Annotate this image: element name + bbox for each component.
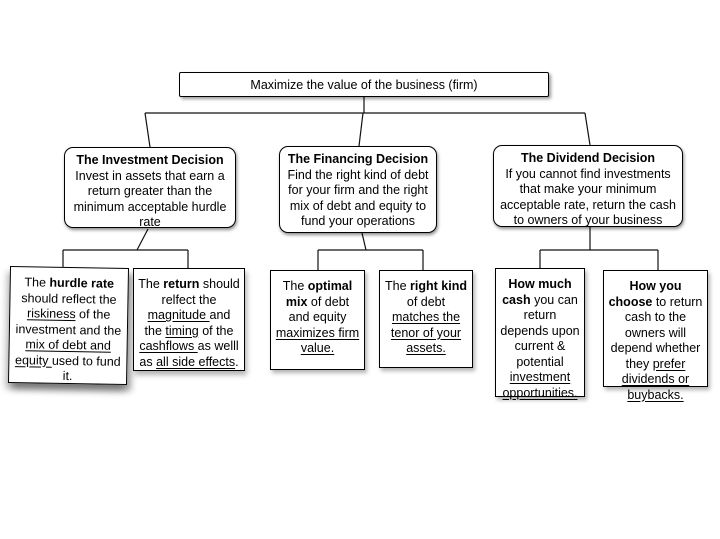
text-segment: to return cash to the owners will depend… bbox=[610, 294, 703, 371]
principle-box-hurdle-rate: The hurdle rate should reflect the riski… bbox=[7, 265, 130, 386]
text-segment: should relfect the bbox=[161, 277, 240, 307]
text-segment: hurdle rate bbox=[49, 275, 115, 291]
text-segment: of debt bbox=[406, 294, 446, 309]
text-segment: The bbox=[282, 279, 308, 293]
principle-box-right-kind-of-debt: The right kind of debt matches the tenor… bbox=[379, 270, 473, 368]
text-segment: and the bbox=[144, 308, 231, 338]
principle-box-return: The return should relfect the magnitude … bbox=[133, 268, 245, 371]
text-segment: all side effects bbox=[156, 354, 236, 369]
text-segment: The bbox=[138, 277, 164, 291]
text-segment: . bbox=[235, 354, 239, 369]
text-segment: magnitude bbox=[147, 308, 210, 322]
decision-box-financing: The Financing Decision Find the right ki… bbox=[279, 146, 437, 233]
root-objective-box: Maximize the value of the business (firm… bbox=[179, 72, 549, 97]
investment-decision-title: The Investment Decision bbox=[76, 153, 224, 167]
financing-decision-body: Find the right kind of debt for your fir… bbox=[287, 167, 429, 229]
text-segment: matches the tenor of your assets. bbox=[390, 310, 462, 355]
text-segment: timing bbox=[165, 323, 199, 338]
text-segment: of the bbox=[198, 323, 234, 338]
text-segment: maximizes firm value. bbox=[275, 325, 360, 356]
text-segment: return bbox=[163, 277, 200, 291]
text-segment: The bbox=[24, 275, 50, 290]
text-segment: used to fund it. bbox=[51, 353, 121, 384]
dividend-decision-body: If you cannot find investments that make… bbox=[500, 166, 676, 228]
text-segment: The bbox=[385, 279, 411, 293]
text-segment: optimal mix bbox=[285, 279, 353, 309]
text-segment: riskiness bbox=[26, 306, 76, 322]
text-segment: right kind bbox=[410, 279, 467, 293]
root-objective-label: Maximize the value of the business (firm… bbox=[250, 77, 478, 92]
text-segment: cashflows bbox=[139, 339, 198, 353]
decision-box-investment: The Investment Decision Invest in assets… bbox=[64, 147, 236, 230]
dividend-decision-title: The Dividend Decision bbox=[520, 151, 656, 165]
investment-decision-body: Invest in assets that earn a return grea… bbox=[73, 168, 227, 230]
decision-box-dividend: The Dividend Decision If you cannot find… bbox=[493, 145, 683, 227]
text-segment: How you choose bbox=[608, 279, 682, 309]
text-segment: How much cash bbox=[502, 277, 572, 307]
text-segment: prefer dividends or buybacks. bbox=[621, 356, 690, 402]
principle-box-how-much-cash: How much cash you can return depends upo… bbox=[495, 268, 585, 400]
principle-box-how-you-choose: How you choose to return cash to the own… bbox=[603, 270, 708, 402]
principle-box-optimal-mix: The optimal mix of debt and equity maxim… bbox=[270, 270, 365, 370]
text-segment: you can return depends upon current & po… bbox=[500, 292, 580, 369]
financing-decision-title: The Financing Decision bbox=[287, 152, 429, 166]
text-segment: should reflect the bbox=[21, 290, 117, 307]
text-segment: as welll as bbox=[139, 339, 239, 369]
text-segment: investment opportunities. bbox=[502, 370, 578, 400]
text-segment: of debt and equity bbox=[288, 294, 350, 325]
